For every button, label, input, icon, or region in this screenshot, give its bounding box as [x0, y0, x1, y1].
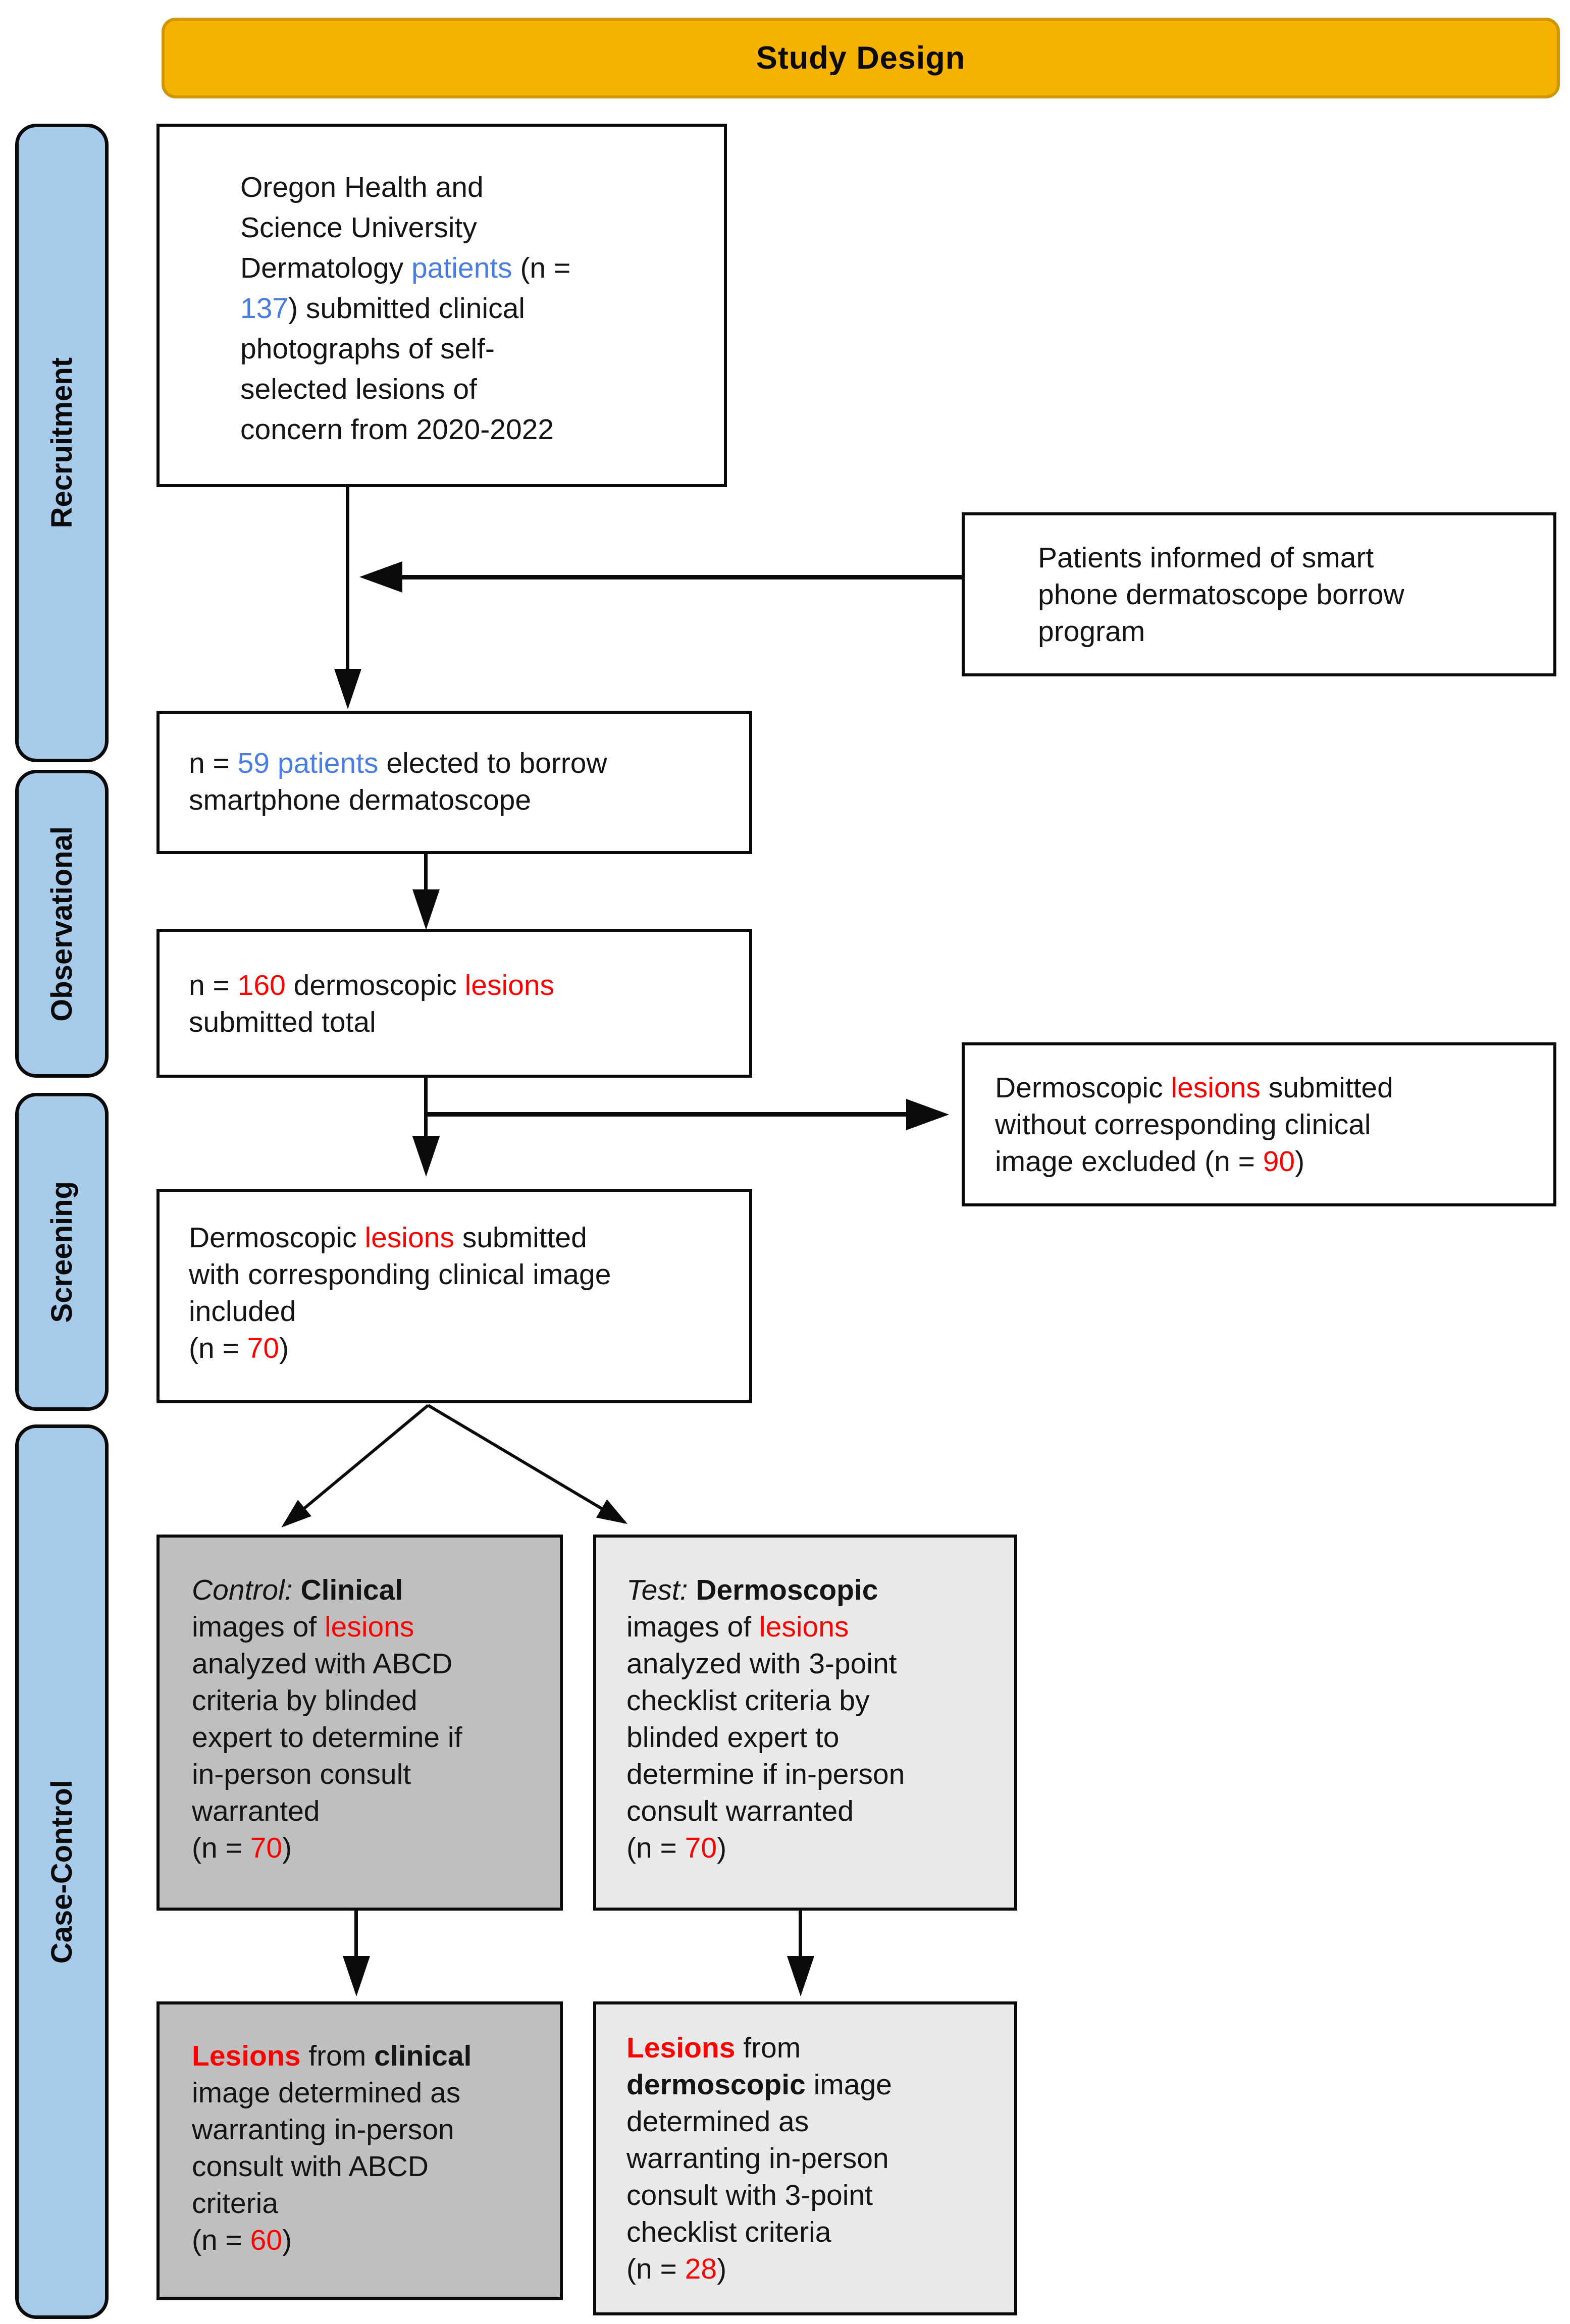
box-informed-borrow-program: Patients informed of smart phone dermato…	[962, 512, 1556, 676]
box-lesions-submitted-total: n = 160 dermoscopic lesions submitted to…	[156, 929, 752, 1078]
box-control-arm: Control: Clinical images of lesions anal…	[156, 1535, 563, 1911]
box-informed-text: Patients informed of smart phone dermato…	[1038, 542, 1404, 648]
arrow-borrow-to-total-head-icon	[412, 889, 440, 930]
phase-label-observational: Observational	[15, 770, 109, 1078]
phase-label-recruitment: Recruitment	[15, 124, 109, 762]
arrow-borrow-to-total-line	[424, 854, 428, 890]
box-recruitment-patients: Oregon Health and Science University Der…	[156, 124, 727, 487]
box-recruitment-text: Oregon Health and Science University Der…	[240, 171, 571, 446]
phase-label-recruitment-text: Recruitment	[45, 357, 78, 529]
box-lesions-excluded: Dermoscopic lesions submitted without co…	[962, 1042, 1556, 1206]
box-elected-to-borrow-text: n = 59 patients elected to borrow smartp…	[189, 747, 607, 816]
box-test-arm-text: Test: Dermoscopic images of lesions anal…	[626, 1574, 905, 1864]
arrow-total-to-excluded-line	[426, 1112, 906, 1117]
phase-label-screening-text: Screening	[45, 1181, 78, 1323]
box-control-result-text: Lesions from clinical image determined a…	[192, 2040, 472, 2256]
box-control-result: Lesions from clinical image determined a…	[156, 2001, 563, 2300]
phase-label-case-control: Case-Control	[15, 1424, 109, 2319]
phase-label-case-control-text: Case-Control	[45, 1779, 78, 1964]
box-control-arm-text: Control: Clinical images of lesions anal…	[192, 1574, 462, 1864]
arrow-recruitment-to-borrow-line	[346, 487, 349, 669]
arrow-test-to-result-head-icon	[787, 1956, 814, 1996]
page-title: Study Design	[756, 40, 966, 76]
arrow-control-to-result-head-icon	[343, 1956, 370, 1996]
box-lesions-included: Dermoscopic lesions submitted with corre…	[156, 1189, 752, 1403]
box-lesions-excluded-text: Dermoscopic lesions submitted without co…	[995, 1072, 1393, 1178]
box-test-result-text: Lesions from dermoscopic image determine…	[626, 2032, 892, 2285]
arrow-control-to-result-line	[354, 1911, 358, 1957]
arrow-test-to-result-line	[799, 1911, 802, 1957]
phase-label-observational-text: Observational	[45, 826, 78, 1022]
arrow-total-to-included-head-icon	[412, 1136, 440, 1177]
arrow-recruitment-to-borrow-head-icon	[334, 669, 361, 709]
arrow-split-included-to-arms	[281, 1404, 628, 1527]
box-lesions-included-text: Dermoscopic lesions submitted with corre…	[189, 1222, 611, 1364]
arrow-informed-to-flow-line	[401, 575, 962, 579]
phase-label-screening: Screening	[15, 1093, 109, 1411]
arrow-informed-to-flow-head-icon	[359, 561, 402, 593]
box-elected-to-borrow: n = 59 patients elected to borrow smartp…	[156, 711, 752, 854]
box-test-arm: Test: Dermoscopic images of lesions anal…	[593, 1535, 1017, 1911]
box-test-result: Lesions from dermoscopic image determine…	[593, 2001, 1017, 2315]
arrow-total-to-excluded-head-icon	[906, 1099, 949, 1130]
arrow-total-to-included-line	[424, 1078, 428, 1137]
title-bar: Study Design	[162, 18, 1560, 98]
box-lesions-submitted-total-text: n = 160 dermoscopic lesions submitted to…	[189, 969, 555, 1038]
